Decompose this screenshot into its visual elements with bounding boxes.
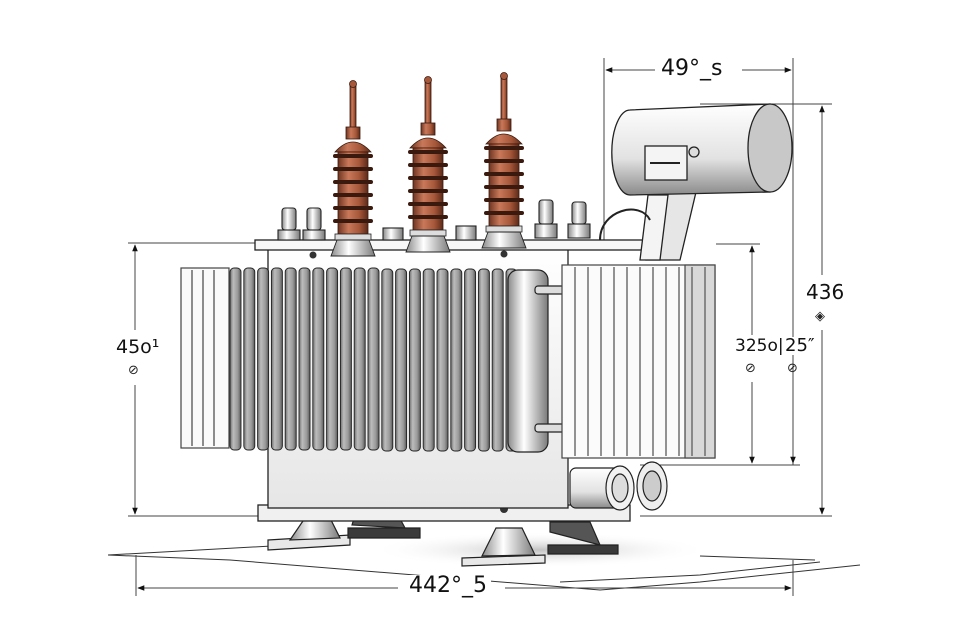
dim-left-height: 45o¹ xyxy=(116,336,160,358)
dim-right-inner-symbol: ⊘ xyxy=(745,361,756,376)
hv-bushing-3 xyxy=(481,72,527,249)
lv-bushings xyxy=(277,199,591,241)
dim-left-height-symbol: ⊘ xyxy=(128,363,139,378)
dim-bottom-width: 442°_5 xyxy=(405,575,491,597)
dim-right-offset-symbol: ⊘ xyxy=(787,361,798,376)
side-cylinders xyxy=(569,461,668,511)
left-radiator-grille xyxy=(180,267,230,449)
right-fin-panel xyxy=(561,264,716,459)
dim-right-total-height: 436 xyxy=(806,280,845,304)
base-supports xyxy=(267,514,619,567)
dim-right-inner-height: 325o| xyxy=(735,336,784,356)
radiator-end-box xyxy=(507,269,566,453)
hv-bushing-2 xyxy=(405,76,451,253)
conservator-tank xyxy=(599,103,793,261)
hv-bushing-1 xyxy=(330,80,376,257)
dimension-lines xyxy=(128,58,832,596)
dim-right-offset: 25″ xyxy=(785,335,815,356)
dim-top-width: 49°_s xyxy=(655,58,729,80)
ground-plane xyxy=(107,532,861,591)
radiator-fin-bank xyxy=(229,267,518,452)
dim-right-total-symbol: ◈ xyxy=(815,309,825,324)
